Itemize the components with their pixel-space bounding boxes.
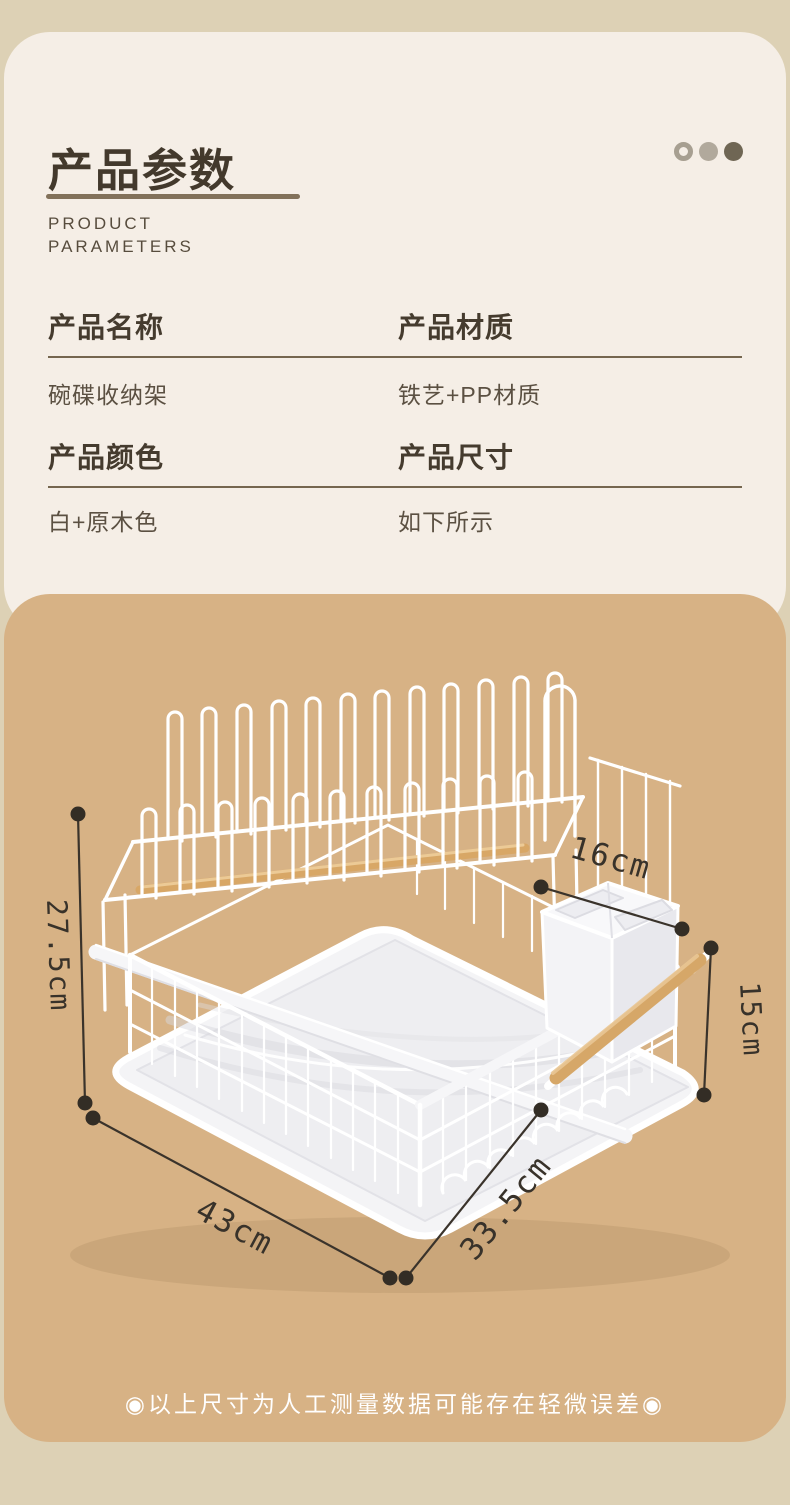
spec-label-name: 产品名称 [48, 312, 165, 343]
dot-filled-light-icon [699, 142, 718, 161]
subtitle-line-2: PARAMETERS [48, 237, 194, 256]
spec-value-color: 白+原木色 [48, 509, 159, 535]
spec-value-size: 如下所示 [398, 509, 494, 535]
spec-label-size: 产品尺寸 [398, 442, 515, 473]
spec-value-name: 碗碟收纳架 [48, 382, 168, 408]
dot-filled-dark-icon [724, 142, 743, 161]
dim-height-275: 27.5cm [40, 806, 93, 1111]
wooden-handle [544, 950, 712, 1090]
page-title: 产品参数 [48, 145, 237, 196]
tray-shadow [70, 1217, 730, 1293]
spec-divider-2 [48, 486, 742, 488]
plate-rack-tier [101, 671, 585, 1012]
spec-label-color: 产品颜色 [48, 442, 165, 473]
dot-ring-icon [674, 142, 693, 161]
spec-label-material: 产品材质 [398, 312, 515, 343]
title-underline [46, 194, 300, 199]
dim-cup-16-label: 16cm [566, 830, 655, 887]
measurement-disclaimer: ◉以上尺寸为人工测量数据可能存在轻微误差◉ [124, 1391, 666, 1417]
spec-value-material: 铁艺+PP材质 [398, 382, 542, 408]
dim-height-275-label: 27.5cm [40, 899, 77, 1013]
page-subtitle: PRODUCT PARAMETERS [48, 212, 194, 258]
spec-divider-1 [48, 356, 742, 358]
dim-basket-15: 15cm [696, 940, 770, 1103]
carousel-dots [674, 142, 743, 161]
top-panel [4, 32, 786, 632]
dim-basket-15-label: 15cm [733, 981, 770, 1058]
dish-rack-illustration: 27.5cm 16cm 15cm 43cm 33.5cm [40, 671, 770, 1293]
subtitle-line-1: PRODUCT [48, 214, 154, 233]
